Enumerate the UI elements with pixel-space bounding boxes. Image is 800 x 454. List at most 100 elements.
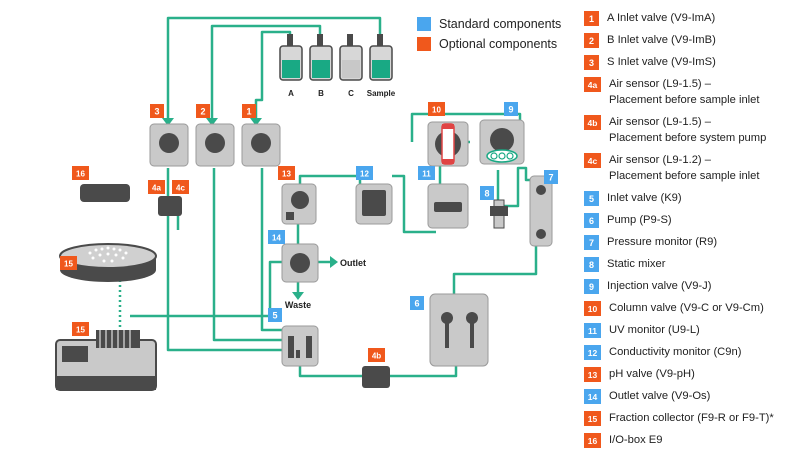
- key-label-sub: Placement before sample inlet: [609, 170, 760, 182]
- key-label-main: A Inlet valve (V9-ImA): [607, 12, 716, 24]
- tube-a-to-valve1: [254, 30, 292, 118]
- badge-number: 1: [246, 107, 251, 117]
- badge-box: [356, 166, 373, 180]
- key-label: Pump (P9-S): [607, 212, 672, 228]
- key-badge: 3: [584, 55, 599, 70]
- badge-number: 16: [76, 170, 85, 179]
- badge-15: 15: [60, 256, 77, 270]
- badge-box: [172, 180, 189, 194]
- badge-number: 15: [64, 260, 73, 269]
- badge-number: 10: [432, 106, 441, 115]
- key-badge: 15: [584, 411, 601, 426]
- badge-9: 9: [504, 102, 518, 116]
- fraction-collector-bottom: [55, 330, 157, 391]
- key-label-main: S Inlet valve (V9-ImS): [607, 56, 716, 68]
- bottle-label-a: A: [288, 89, 294, 98]
- badge-4a: 4a: [148, 180, 165, 194]
- arrow-down-icon: [250, 118, 262, 126]
- key-label-main: Air sensor (L9-1.5) –: [609, 78, 711, 90]
- key-badge: 11: [584, 323, 601, 338]
- key-label-main: Inlet valve (K9): [607, 192, 682, 204]
- key-badge: 2: [584, 33, 599, 48]
- flow-diagram: A B C Sample: [55, 16, 558, 391]
- ph-valve: [281, 183, 317, 225]
- key-label-main: Air sensor (L9-1.5) –: [609, 116, 711, 128]
- badge-number: 6: [414, 299, 419, 309]
- key-label-main: Column valve (V9-C or V9-Cm): [609, 302, 764, 314]
- key-label: Outlet valve (V9-Os): [609, 388, 710, 404]
- badge-box: [278, 166, 295, 180]
- key-badge: 5: [584, 191, 599, 206]
- key-badge: 16: [584, 433, 601, 448]
- key-label: I/O-box E9: [609, 432, 662, 448]
- badge-box: [480, 186, 494, 200]
- key-item: 6 Pump (P9-S): [584, 212, 796, 228]
- bottle-b: [309, 34, 333, 81]
- badge-box: [150, 104, 164, 118]
- badge-number: 4b: [372, 352, 381, 361]
- tube-b-to-valve2: [210, 24, 322, 118]
- arrow-right-icon: [330, 256, 338, 268]
- badge-number: 4c: [176, 184, 185, 193]
- standard-swatch: [417, 17, 431, 31]
- key-item: 2 B Inlet valve (V9-ImB): [584, 32, 796, 48]
- key-label: A Inlet valve (V9-ImA): [607, 10, 715, 26]
- legend-standard-label: Standard components: [439, 17, 562, 31]
- key-label-main: B Inlet valve (V9-ImB): [607, 34, 716, 46]
- badge-box: [418, 166, 435, 180]
- badge-6: 6: [410, 296, 424, 310]
- key-label-main: Static mixer: [607, 258, 666, 270]
- key-label: Static mixer: [607, 256, 665, 272]
- key-label: Air sensor (L9-1.5) –Placement before sa…: [609, 76, 760, 108]
- key-label: Pressure monitor (R9): [607, 234, 717, 250]
- badge-box: [242, 104, 256, 118]
- key-label-main: I/O-box E9: [609, 434, 663, 446]
- badge-number: 8: [484, 189, 489, 199]
- badge-12: 12: [356, 166, 373, 180]
- key-label: Fraction collector (F9-R or F9-T)*: [609, 410, 774, 426]
- key-badge: 4c: [584, 153, 601, 168]
- outlet-valve: [281, 243, 319, 283]
- optional-swatch: [417, 37, 431, 51]
- key-label: Air sensor (L9-1.5) –Placement before sy…: [609, 114, 766, 146]
- conductivity-monitor: [355, 183, 393, 225]
- badge-number: 13: [282, 170, 291, 179]
- bottle-a: [279, 34, 303, 81]
- badge-box: [428, 102, 445, 116]
- key-item: 3 S Inlet valve (V9-ImS): [584, 54, 796, 70]
- badge-16: 16: [72, 166, 89, 180]
- key-label-main: Pressure monitor (R9): [607, 236, 718, 248]
- badge-number: 2: [200, 107, 205, 117]
- key-label-main: pH valve (V9-pH): [609, 368, 695, 380]
- tube-pump-to-pressure: [452, 246, 538, 294]
- fraction-collector-top: [59, 243, 157, 282]
- column-valve: [427, 121, 469, 167]
- badge-box: [60, 256, 77, 270]
- key-label-main: Conductivity monitor (C9n): [609, 346, 742, 358]
- key-label-main: Pump (P9-S): [607, 214, 672, 226]
- component-legend: Standard components Optional components: [417, 14, 561, 54]
- legend-standard: Standard components: [417, 14, 561, 34]
- air-sensor-4b: [362, 366, 390, 388]
- key-badge: 6: [584, 213, 599, 228]
- bottle-c: [339, 34, 363, 81]
- tube-outlet-to-fc: [130, 260, 282, 318]
- badge-10: 10: [428, 102, 445, 116]
- key-label: Injection valve (V9-J): [607, 278, 711, 294]
- badge-13: 13: [278, 166, 295, 180]
- badge-3: 3: [150, 104, 164, 118]
- static-mixer: [490, 199, 508, 229]
- badge-box: [368, 348, 385, 362]
- tube-uv-to-cond: [392, 174, 436, 234]
- pressure-monitor: [529, 175, 553, 247]
- pump: [429, 293, 489, 367]
